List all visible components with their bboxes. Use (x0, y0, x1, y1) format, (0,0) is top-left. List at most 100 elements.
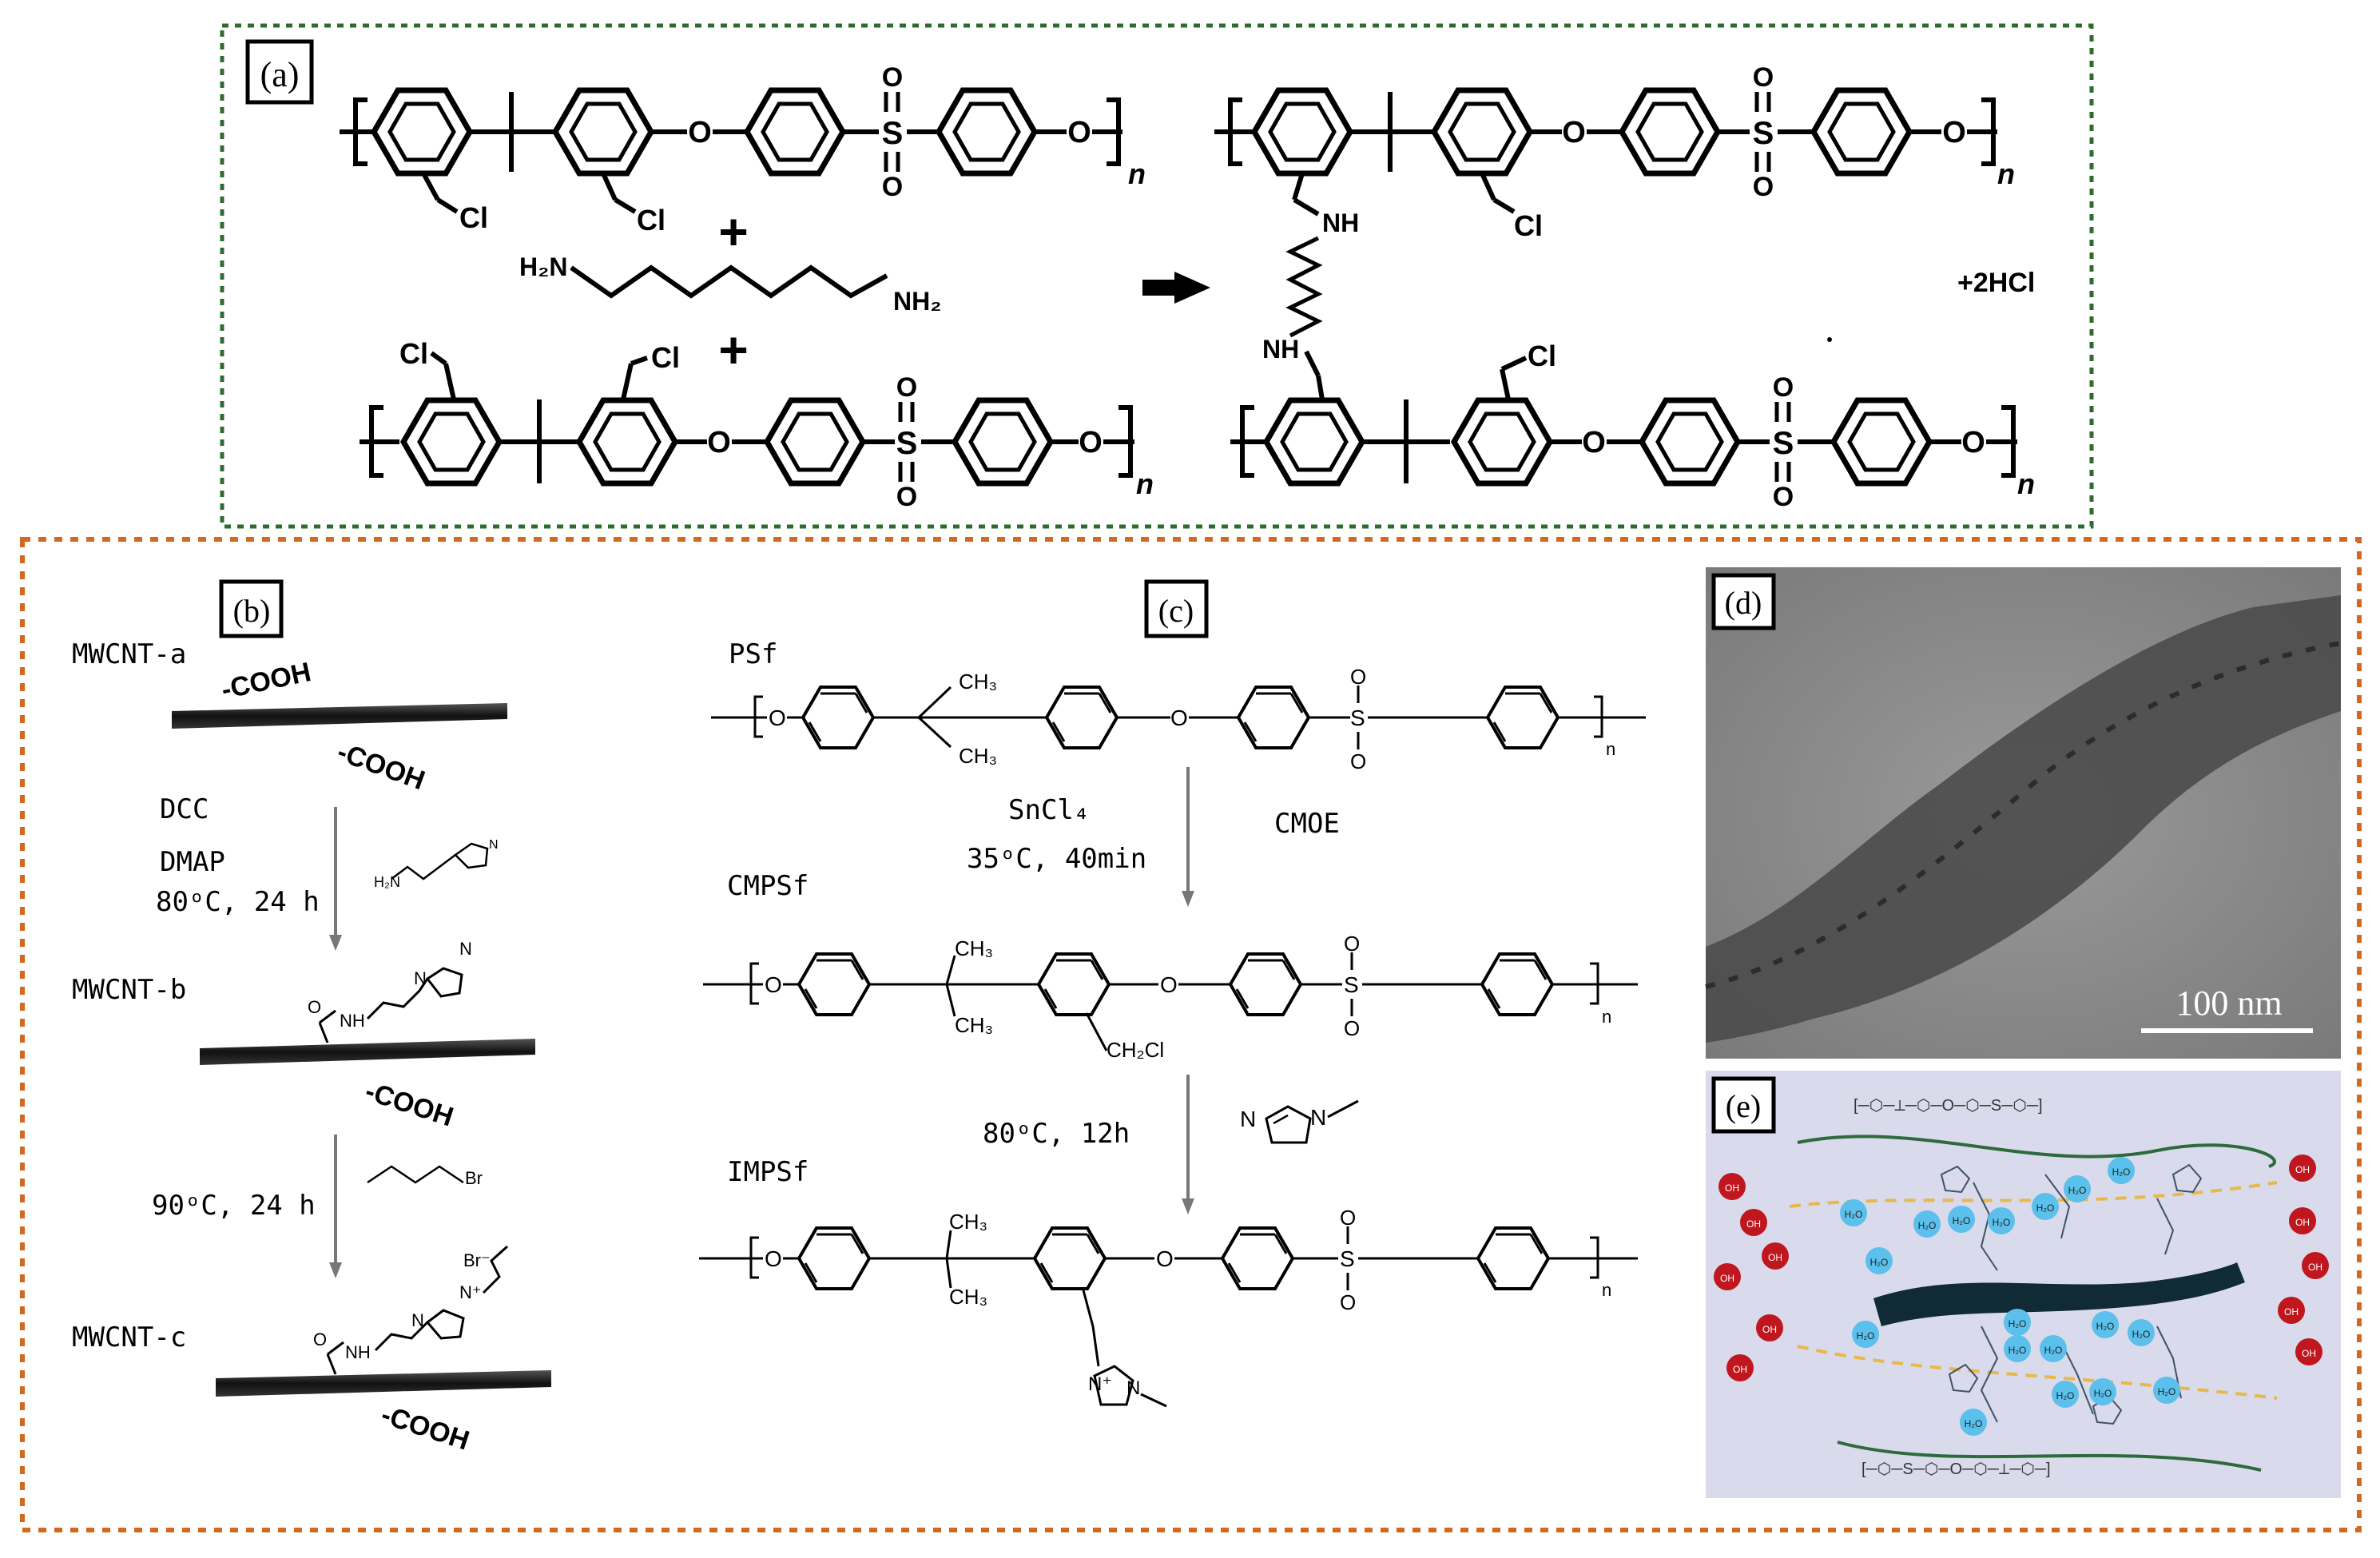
svg-text:NH: NH (340, 1011, 365, 1031)
svg-text:O: O (1562, 116, 1586, 149)
svg-text:O: O (896, 372, 917, 403)
svg-text:NH₂: NH₂ (893, 287, 941, 316)
condition-c2: 80ᵒC, 12h (983, 1118, 1130, 1150)
arrow-c1 (1182, 767, 1194, 907)
svg-text:N: N (1126, 1377, 1140, 1399)
svg-text:O: O (882, 62, 903, 93)
cnt-c: O NH N N⁺ Br⁻ -COOH (216, 1245, 551, 1457)
svg-text:H₂N: H₂N (519, 252, 567, 281)
svg-text:(e): (e) (1726, 1088, 1761, 1124)
svg-text:(d): (d) (1725, 585, 1762, 621)
condition-c1-catalyst: SnCl₄ (1008, 794, 1090, 826)
svg-text:O: O (1773, 372, 1794, 403)
svg-text:N: N (1240, 1107, 1256, 1131)
condition-c1-temp: 35ᵒC, 40min (967, 843, 1146, 875)
psf-structure: O CH₃ CH₃ O S O O n (711, 665, 1646, 773)
svg-text:O: O (313, 1329, 327, 1349)
svg-text:H₂O: H₂O (1965, 1418, 1983, 1429)
svg-text:OH: OH (1746, 1218, 1761, 1230)
svg-text:O: O (1170, 705, 1188, 730)
svg-text:H₂O: H₂O (1993, 1217, 2011, 1228)
svg-text:Cl: Cl (399, 337, 428, 370)
svg-text:S: S (896, 426, 918, 461)
svg-text:Cl: Cl (651, 341, 680, 374)
svg-text:O: O (1340, 1290, 1356, 1314)
svg-text:n: n (1602, 1007, 1611, 1027)
svg-text:OH: OH (1733, 1364, 1747, 1375)
svg-text:CH₂Cl: CH₂Cl (1107, 1038, 1164, 1062)
polymer-chloromethylated-bottom: Cl Cl O S O O O n (360, 337, 1154, 512)
svg-text:O: O (1344, 932, 1360, 956)
svg-text:S: S (1344, 972, 1359, 997)
arrow-c2 (1182, 1075, 1194, 1214)
svg-text:-COOH: -COOH (333, 737, 428, 796)
svg-text:Cl: Cl (459, 201, 488, 234)
svg-text:O: O (1350, 665, 1366, 689)
cnt-b: O NH N N -COOH (200, 939, 535, 1133)
svg-text:NH: NH (345, 1342, 371, 1362)
svg-text:H₂O: H₂O (2036, 1202, 2055, 1214)
svg-text:H₂O: H₂O (2112, 1167, 2131, 1178)
svg-text:H₂O: H₂O (2132, 1329, 2151, 1340)
impsf-structure: O CH₃ CH₃ N⁺ N O S O O n (699, 1206, 1638, 1408)
svg-text:CH₃: CH₃ (949, 1285, 987, 1309)
svg-text:n: n (1602, 1280, 1611, 1300)
polymer-chloromethylated-top: O S O O O n Cl Cl (340, 62, 1146, 236)
svg-text:OH: OH (2295, 1164, 2310, 1175)
svg-text:S: S (1340, 1246, 1355, 1271)
mwcnt-b-label: MWCNT-b (72, 974, 186, 1006)
svg-text:H₂O: H₂O (2096, 1321, 2115, 1332)
svg-text:S: S (1773, 426, 1794, 461)
crosslinked-product: O S O O O n Cl NH NH +2HCl Cl O (1214, 62, 2035, 512)
svg-text:OH: OH (2295, 1217, 2310, 1228)
svg-text:H₂O: H₂O (2056, 1390, 2075, 1401)
svg-text:O: O (882, 172, 903, 202)
svg-text:Cl: Cl (1528, 340, 1556, 372)
svg-text:OH: OH (1768, 1252, 1782, 1263)
svg-text:CH₃: CH₃ (949, 1210, 987, 1234)
svg-text:N: N (1310, 1105, 1326, 1130)
svg-text:H₂O: H₂O (1953, 1215, 1971, 1226)
svg-text:[─⬡─S─⬡─O─⬡─⟂─⬡─]: [─⬡─S─⬡─O─⬡─⟂─⬡─] (1861, 1461, 2051, 1478)
svg-text:n: n (2017, 467, 2035, 500)
svg-text:O: O (1773, 482, 1794, 512)
svg-text:O: O (707, 426, 731, 459)
svg-text:n: n (1136, 467, 1154, 500)
panel-c-label: (c) (1144, 579, 1209, 638)
svg-text:CH₃: CH₃ (955, 1013, 993, 1037)
svg-text:O: O (688, 116, 712, 149)
svg-text:n: n (1606, 739, 1615, 759)
svg-text:H₂O: H₂O (1870, 1257, 1889, 1268)
impsf-label: IMPSf (727, 1156, 809, 1188)
svg-text:Cl: Cl (637, 204, 666, 236)
condition-b1: 80ᵒC, 24 h (156, 886, 320, 918)
svg-text:OH: OH (1762, 1324, 1777, 1335)
reagent-dmap: DMAP (160, 846, 225, 878)
svg-text:n: n (1997, 157, 2015, 190)
svg-text:O: O (1961, 426, 1985, 459)
psf-label: PSf (729, 638, 777, 670)
svg-text:H₂O: H₂O (2008, 1345, 2027, 1356)
mwcnt-a-label: MWCNT-a (72, 638, 186, 670)
svg-text:O: O (896, 482, 917, 512)
svg-text:CH₃: CH₃ (959, 670, 997, 694)
svg-text:N⁺: N⁺ (1088, 1373, 1112, 1395)
svg-text:-COOH: -COOH (219, 657, 314, 705)
svg-text:O: O (1079, 426, 1103, 459)
tem-scale-bar-label: 100 nm (2175, 984, 2282, 1023)
plus-sign-1: + (718, 203, 748, 260)
plus-sign-2: + (718, 321, 748, 379)
svg-text:O: O (308, 997, 321, 1017)
svg-text:S: S (1350, 705, 1365, 730)
oh-ions: OH OH OH OH OH OH OH OH OH OH OH (1714, 1155, 2329, 1381)
svg-text:O: O (1067, 116, 1091, 149)
svg-text:CH₃: CH₃ (955, 936, 993, 960)
svg-text:O: O (765, 972, 782, 997)
svg-text:O: O (1753, 62, 1774, 93)
svg-text:N: N (411, 1310, 424, 1330)
svg-text:+2HCl: +2HCl (1957, 268, 2035, 298)
panels-bcde-border (20, 537, 2362, 1532)
svg-text:H₂O: H₂O (1918, 1220, 1937, 1231)
svg-text:N: N (489, 838, 499, 852)
svg-text:[─⬡─⟂─⬡─O─⬡─S─⬡─]: [─⬡─⟂─⬡─O─⬡─S─⬡─] (1854, 1097, 2043, 1115)
